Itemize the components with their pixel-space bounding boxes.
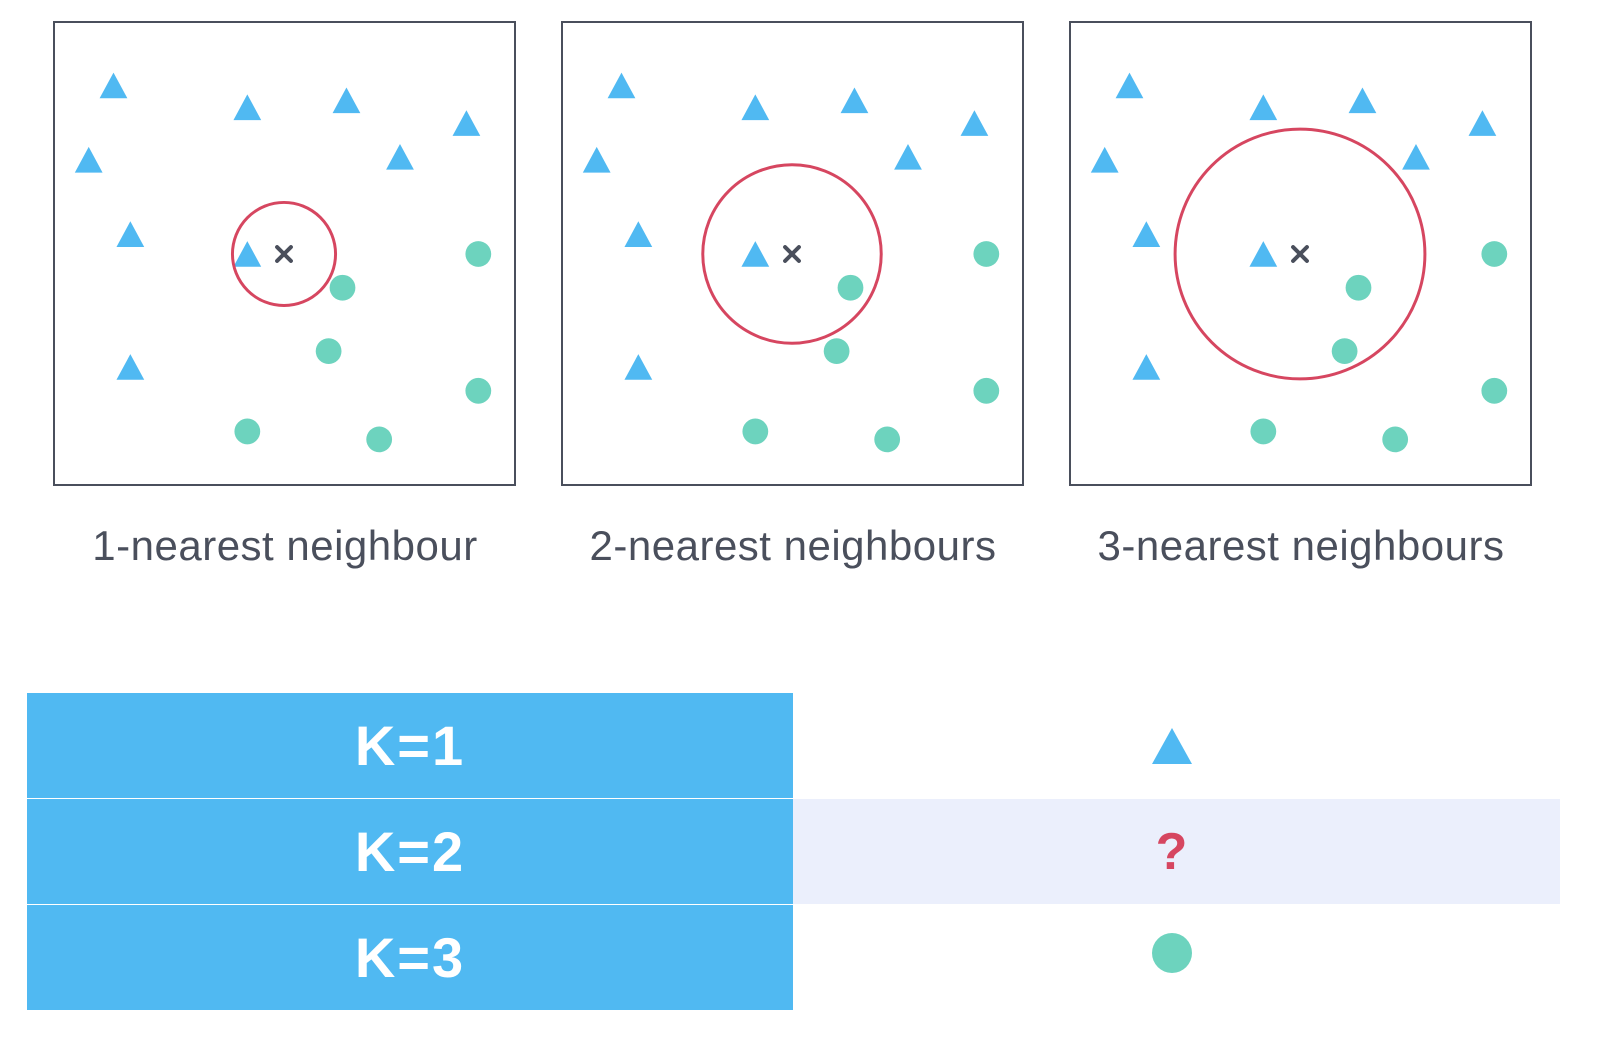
circle-point <box>837 274 864 301</box>
cross-icon <box>783 245 801 263</box>
triangle-point <box>74 146 103 173</box>
triangle-point <box>960 110 989 136</box>
neighbourhood-ring <box>1173 127 1427 381</box>
triangle-point <box>840 87 869 114</box>
circle-icon <box>1151 932 1192 973</box>
circle-point <box>366 426 393 453</box>
k-label-k3: K=3 <box>27 905 793 1010</box>
triangle-point <box>1090 146 1119 173</box>
panel-caption-3: 3-nearest neighbours <box>1097 522 1505 569</box>
triangle-point <box>1115 72 1144 99</box>
knn-plot-3 <box>1090 72 1508 453</box>
table-row-k3: K=3 <box>27 905 1560 1011</box>
triangle-point <box>116 354 145 380</box>
circle-point <box>973 377 1000 404</box>
circle-point <box>1481 377 1508 404</box>
circle-point <box>465 377 492 404</box>
circle-point <box>465 241 492 267</box>
circle-point <box>329 274 356 301</box>
table-row-k2: K=2 ? <box>27 799 1560 905</box>
triangle-point <box>1249 94 1278 121</box>
circle-point <box>874 426 901 453</box>
circle-point <box>973 241 1000 267</box>
circle-point <box>315 338 342 365</box>
triangle-point <box>1132 354 1161 380</box>
triangle-point <box>332 87 361 114</box>
circle-point <box>742 418 769 445</box>
k-results-table: K=1 K=2 ? K=3 <box>27 693 1560 1011</box>
triangle-point <box>233 241 262 267</box>
triangle-point <box>1468 110 1497 136</box>
table-row-k1: K=1 <box>27 693 1560 799</box>
triangle-point <box>1402 143 1430 170</box>
k-result-k1 <box>793 693 1560 798</box>
knn-panel-3 <box>1069 21 1532 486</box>
triangle-icon <box>1151 727 1192 764</box>
triangle-point <box>452 110 481 136</box>
panel-caption-1: 1-nearest neighbour <box>92 522 478 569</box>
triangle-point <box>116 221 145 247</box>
k-result-k3 <box>793 905 1560 1010</box>
cross-icon <box>275 245 293 263</box>
circle-point <box>1345 274 1372 301</box>
triangle-point <box>741 94 770 121</box>
circle-point <box>1331 338 1358 365</box>
circle-point <box>1250 418 1277 445</box>
triangle-point <box>624 354 653 380</box>
triangle-point <box>99 72 128 99</box>
knn-panel-1 <box>53 21 516 486</box>
circle-point <box>234 418 261 445</box>
knn-plot-2 <box>582 72 1000 453</box>
triangle-point <box>894 143 922 170</box>
panel-caption-2: 2-nearest neighbours <box>589 522 997 569</box>
triangle-point <box>1249 241 1278 267</box>
knn-plot-1 <box>74 72 492 453</box>
circle-point <box>1382 426 1409 453</box>
triangle-point <box>582 146 611 173</box>
circle-point <box>823 338 850 365</box>
k-result-k2: ? <box>793 799 1560 904</box>
question-icon: ? <box>1155 822 1188 881</box>
triangle-point <box>624 221 653 247</box>
k-label-k2: K=2 <box>27 799 793 904</box>
triangle-point <box>1132 221 1161 247</box>
k-label-k1: K=1 <box>27 693 793 798</box>
triangle-point <box>1348 87 1377 114</box>
neighbourhood-ring <box>701 163 883 345</box>
triangle-point <box>607 72 636 99</box>
circle-point <box>1481 241 1508 267</box>
triangle-point <box>741 241 770 267</box>
cross-icon <box>1291 245 1309 263</box>
neighbourhood-ring <box>230 200 338 308</box>
triangle-point <box>386 143 414 170</box>
knn-panel-2 <box>561 21 1024 486</box>
triangle-point <box>233 94 262 121</box>
